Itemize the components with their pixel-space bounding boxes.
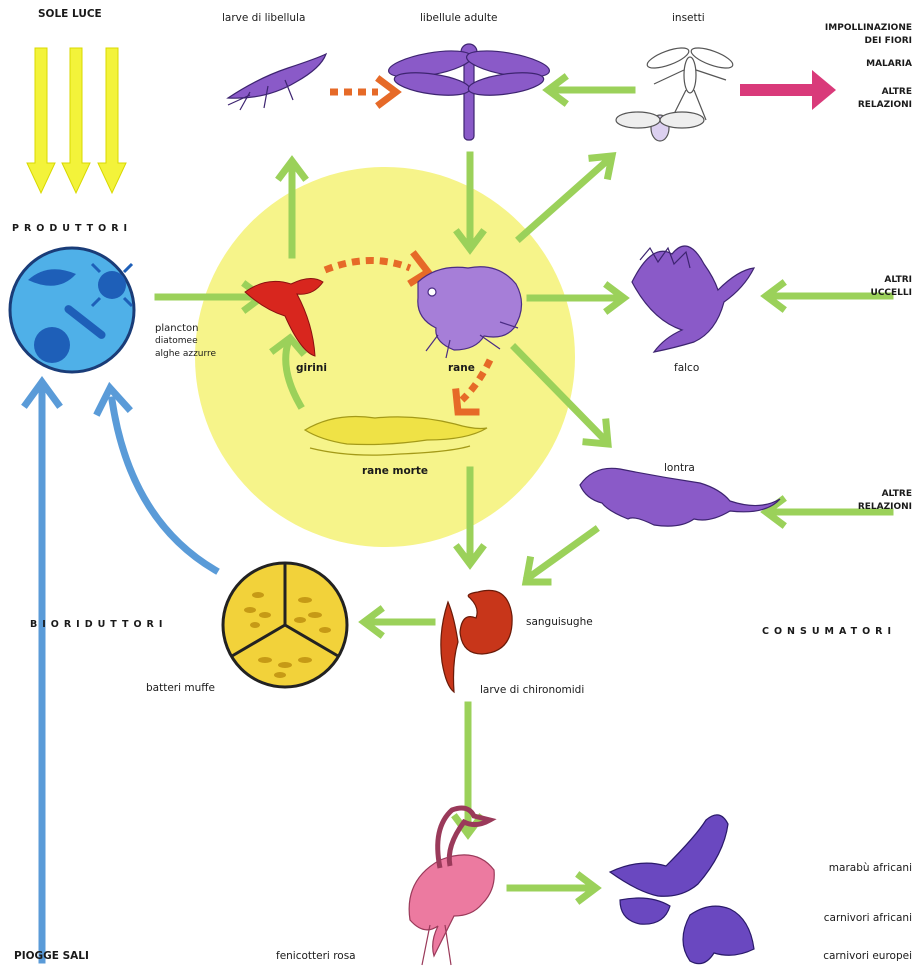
pond-circle [195,167,575,547]
leeches-drawing [441,590,512,692]
label-impollinazione: IMPOLLINAZIONE DEI FIORI [796,22,912,48]
decomposers-circle [223,563,347,687]
label-impollinazione-line2: DEI FIORI [796,35,912,48]
label-sanguisughe: sanguisughe [526,616,593,629]
label-larve-libellula: larve di libellula [222,12,305,25]
label-altre-relazioni-top: ALTRE RELAZIONI [796,86,912,112]
label-altre-relazioni-mid-line2: RELAZIONI [796,501,912,514]
label-bioriduttori: BIORIDUTTORI [30,618,167,631]
label-larve-chironomidi: larve di chironomidi [480,684,584,697]
label-altri-uccelli: ALTRI UCCELLI [796,274,912,300]
blue-arrows [26,382,215,960]
label-carnivori-europei: carnivori europei [776,950,912,963]
label-plancton-line3: alghe azzurre [155,348,216,361]
producers-circle [10,248,134,372]
flamingo-drawing [409,808,494,965]
label-produttori: PRODUTTORI [12,222,132,235]
label-sole-luce: SOLE LUCE [38,8,102,21]
label-malaria: MALARIA [796,58,912,71]
label-lontra: lontra [664,462,695,475]
label-girini: girini [296,362,327,375]
falcon-drawing [632,246,754,352]
label-carnivori-africani: carnivori africani [776,912,912,925]
label-batteri-muffe: batteri muffe [146,682,215,695]
label-altri-uccelli-line2: UCCELLI [796,287,912,300]
label-plancton-line2: diatomee [155,335,216,348]
label-libellule-adulte: libellule adulte [420,12,497,25]
label-insetti: insetti [672,12,705,25]
label-altre-relazioni-mid: ALTRE RELAZIONI [796,488,912,514]
label-fenicotteri-rosa: fenicotteri rosa [276,950,356,963]
adult-dragonfly-drawing [387,44,552,140]
dragonfly-larva-drawing [228,54,326,110]
marabou-carnivores-drawing [610,815,754,964]
label-altre-relazioni-mid-line1: ALTRE [796,488,912,501]
label-consumatori: CONSUMATORI [762,625,896,638]
label-altri-uccelli-line1: ALTRI [796,274,912,287]
label-plancton: plancton diatomee alghe azzurre [155,322,216,361]
sunlight-arrows [27,48,126,193]
label-rane: rane [448,362,475,375]
label-impollinazione-line1: IMPOLLINAZIONE [796,22,912,35]
label-marabu-africani: marabù africani [776,862,912,875]
otter-drawing [580,468,780,526]
label-plancton-line1: plancton [155,322,216,335]
label-piogge-sali: PIOGGE SALI [14,950,89,963]
label-altre-relazioni-top-line1: ALTRE [796,86,912,99]
label-altre-relazioni-top-line2: RELAZIONI [796,99,912,112]
label-rane-morte: rane morte [362,465,428,478]
label-falco: falco [674,362,699,375]
